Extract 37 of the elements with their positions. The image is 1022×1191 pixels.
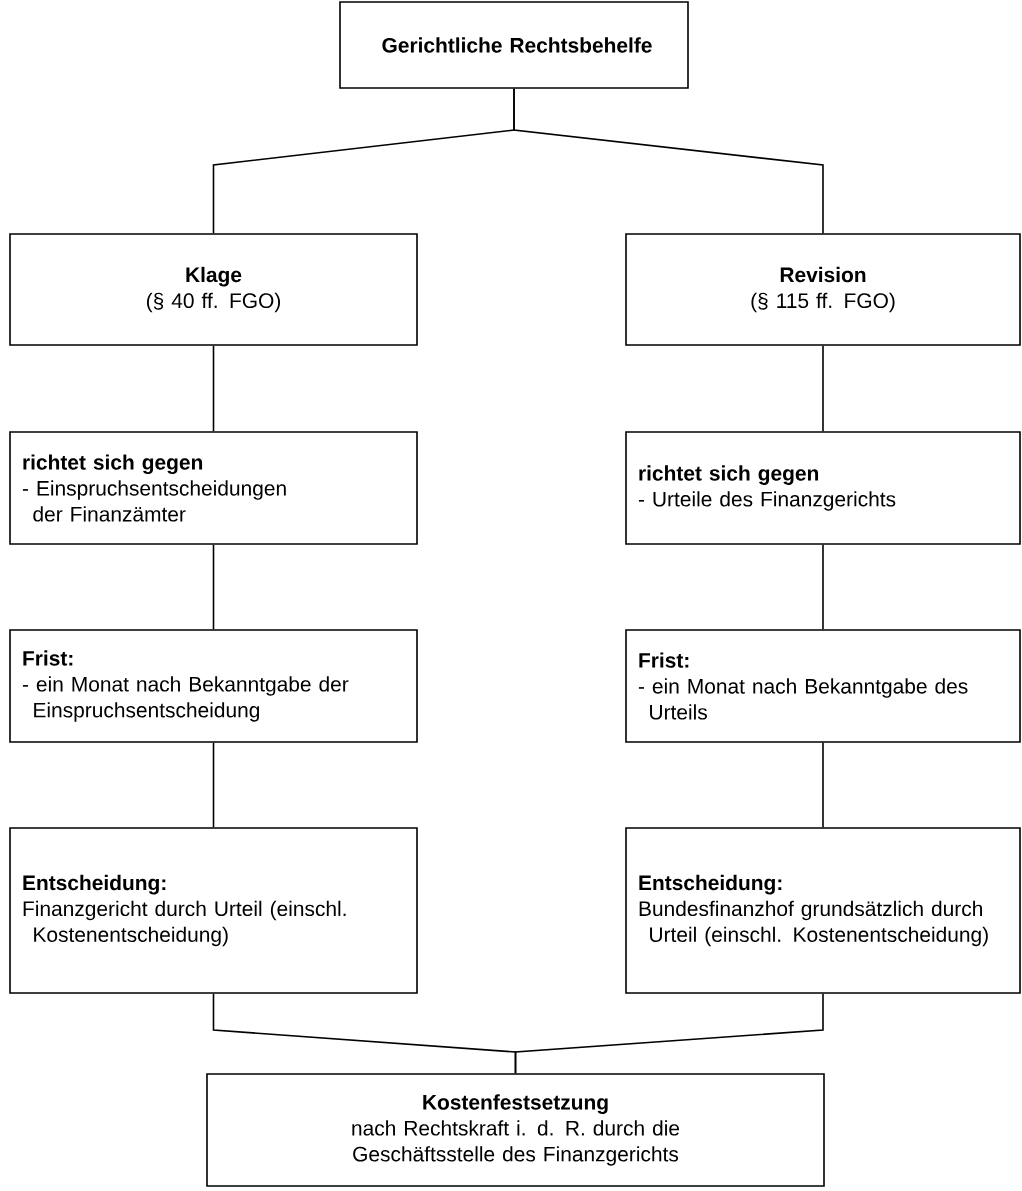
process-box <box>206 1073 825 1187</box>
box-text: Finanzgericht durch Urteil (einschl. Kostenentscheidung) <box>23 900 346 947</box>
box-heading: Frist: <box>639 652 689 668</box>
box-heading: Klage <box>186 266 242 287</box>
process-box <box>625 827 1021 994</box>
process-box <box>9 431 418 545</box>
connector-line <box>822 742 824 828</box>
box-text: (§ 40 ff. FGO) <box>147 292 280 313</box>
box-text: (§ 115 ff. FGO) <box>751 292 895 313</box>
process-box <box>339 1 689 89</box>
process-box <box>625 233 1021 346</box>
box-heading: richtet sich gegen <box>23 454 203 474</box>
box-text: - Einspruchsentscheidungen der Finanzämter <box>22 480 286 522</box>
connector-line <box>212 345 215 432</box>
process-box <box>9 827 418 994</box>
box-heading: richtet sich gegen <box>639 465 819 485</box>
connector-line <box>212 742 215 828</box>
connector-line <box>212 544 215 630</box>
box-text: nach Rechtskraft i. d. R. durch die Geschäftsstelle des Finanzgerichts <box>352 1120 680 1166</box>
box-text: - ein Monat nach Bekanntgabe der Einspruchsentscheidung <box>22 676 349 722</box>
box-text: - ein Monat nach Bekanntgabe des Urteils <box>638 678 968 720</box>
box-heading: Frist: <box>23 650 73 666</box>
connector-line <box>822 345 824 432</box>
process-box <box>625 629 1021 743</box>
process-box <box>9 629 418 743</box>
box-heading: Revision <box>780 266 866 283</box>
connector-line <box>822 544 824 630</box>
box-text: - Urteile des Finanzgerichts <box>638 491 896 511</box>
process-box <box>625 431 1021 545</box>
connector-line <box>513 88 824 234</box>
box-heading: Entscheidung: <box>639 874 782 895</box>
box-heading: Kostenfestsetzung <box>423 1094 608 1114</box>
connector-line <box>514 993 824 1074</box>
box-heading: Gerichtliche Rechtsbehelfe <box>382 37 652 53</box>
process-box <box>9 233 418 346</box>
box-text: Bundesfinanzhof grundsätzlich durch Urteil (einschl. Kostenentscheidung) <box>639 900 988 947</box>
box-heading: Entscheidung: <box>23 874 166 895</box>
